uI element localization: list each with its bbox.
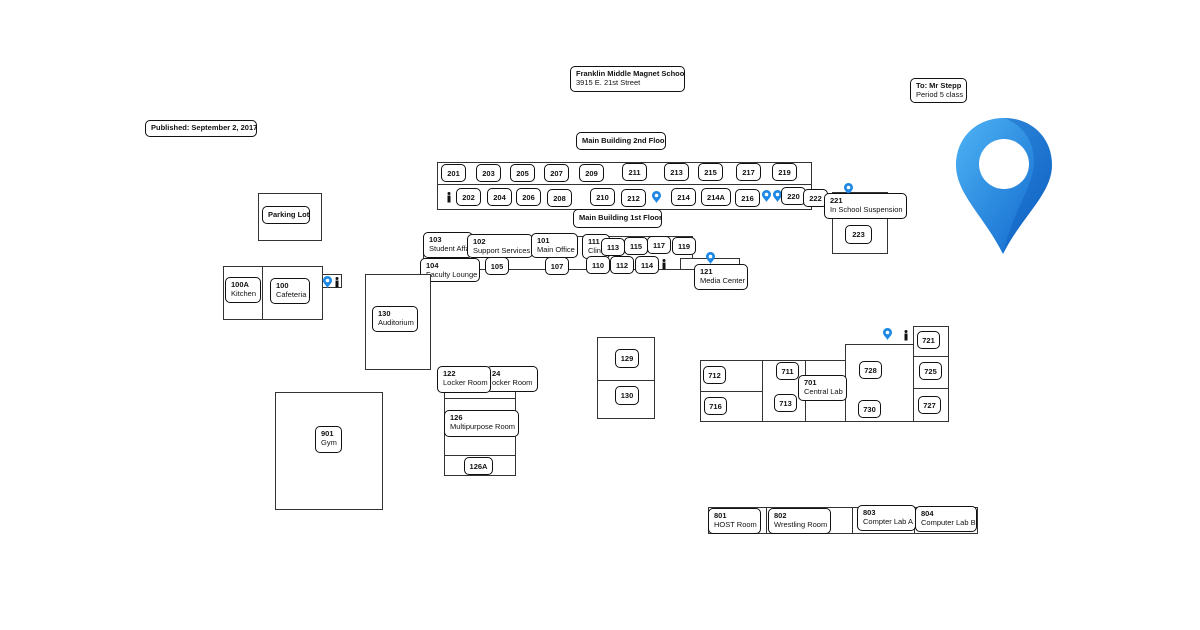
room-219: 219 [772,163,797,181]
room-119: 119 [672,237,696,255]
room-129: 129 [615,349,639,368]
room-105: 105 [485,257,509,275]
room-727: 727 [918,396,941,414]
room-107: 107 [545,257,569,275]
note-box: To: Mr Stepp Period 5 class [910,78,967,103]
school-title: Franklin Middle Magnet School 3915 E. 21… [570,66,685,92]
room-801: 801 HOST Room [708,508,761,534]
room-802: 802 Wrestling Room [768,508,831,534]
room-223: 223 [845,225,872,244]
room-803: 803 Compter Lab A [857,505,916,531]
room-210: 210 [590,188,615,206]
room-214a: 214A [701,188,731,206]
room-130-annex: 130 [615,386,639,405]
room-712: 712 [703,366,726,384]
room-221: 221 In School Suspension [824,193,907,219]
room-208: 208 [547,189,572,207]
school-address: 3915 E. 21st Street [576,77,641,87]
room-124: 24 ocker Room [486,366,538,392]
room-114: 114 [635,256,659,274]
room-721: 721 [917,331,940,349]
room-215: 215 [698,163,723,181]
room-110: 110 [586,256,610,274]
restroom-icon [447,192,451,203]
note-to: To: Mr Stepp [916,81,962,90]
room-100: 100 Cafeteria [270,278,310,304]
published-date: Published: September 2, 2017 [145,120,257,137]
room-701: 701 Central Lab [798,375,847,401]
school-name: Franklin Middle Magnet School [576,69,685,78]
room-112: 112 [610,256,634,274]
room-901: 901 Gym [315,426,342,453]
location-pin-icon [956,118,1052,254]
room-130: 130 Auditorium [372,306,418,332]
room-205: 205 [510,164,535,182]
room-207: 207 [544,164,569,182]
restroom-icon [904,330,908,341]
location-pin-icon [773,190,782,202]
room-725: 725 [919,362,942,380]
room-126: 126 Multipurpose Room [444,410,519,437]
room-102: 102 Support Services [467,234,533,258]
location-pin-icon [706,252,715,264]
room-113: 113 [601,238,625,256]
room-216: 216 [735,189,760,207]
room-728: 728 [859,361,882,379]
room-213: 213 [664,163,689,181]
room-117: 117 [647,236,671,254]
room-730: 730 [858,400,881,418]
location-pin-icon [883,328,892,340]
room-203: 203 [476,164,501,182]
note-detail: Period 5 class [916,89,964,99]
floor-1-title: Main Building 1st Floor [573,209,662,228]
floor-2-title: Main Building 2nd Floor [576,132,666,150]
location-pin-icon [844,183,853,195]
location-pin-icon [323,276,332,288]
room-212: 212 [621,189,646,207]
room-201: 201 [441,164,466,182]
room-711: 711 [776,362,799,380]
room-121: 121 Media Center [694,264,748,290]
location-pin-icon [762,190,771,202]
room-202: 202 [456,188,481,206]
room-101: 101 Main Office [531,233,578,258]
room-126a: 126A [464,457,493,475]
room-206: 206 [516,188,541,206]
room-713: 713 [774,394,797,412]
room-220: 220 [781,187,806,205]
room-716: 716 [704,397,727,415]
location-pin-icon [652,191,661,203]
room-103: 103 Student Affa [423,232,473,258]
room-204: 204 [487,188,512,206]
room-804: 804 Computer Lab B [915,506,977,532]
restroom-icon [662,259,666,270]
room-217: 217 [736,163,761,181]
restroom-icon [335,277,339,288]
room-209: 209 [579,164,604,182]
room-115: 115 [624,237,648,255]
room-211: 211 [622,163,647,181]
room-100a: 100A Kitchen [225,277,261,303]
room-214: 214 [671,188,696,206]
parking-lot: Parking Lot [262,206,310,224]
room-122: 122 Locker Room [437,366,491,393]
